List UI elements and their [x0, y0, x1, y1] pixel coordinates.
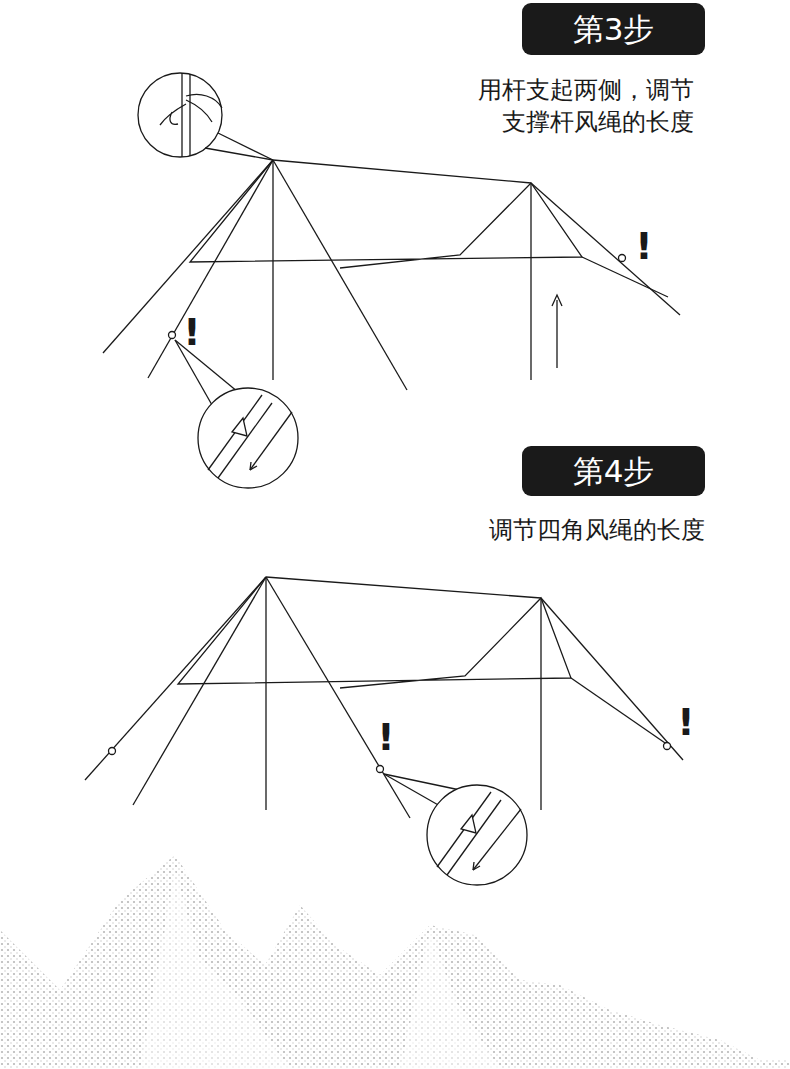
- step-badge: 第4步: [522, 446, 705, 496]
- step-badge: 第3步: [522, 3, 705, 55]
- step-title: 第4步: [573, 454, 655, 488]
- warning-mark: !: [183, 307, 200, 358]
- warning-mark: !: [677, 697, 694, 748]
- warning-mark: !: [377, 712, 394, 763]
- mountain-watermark: [0, 855, 790, 1069]
- step-instruction: 用杆支起两侧，调节 支撑杆风绳的长度: [444, 74, 694, 139]
- step-title: 第3步: [573, 12, 655, 46]
- warning-mark: !: [635, 221, 652, 272]
- step4-figure: [85, 577, 683, 885]
- step-instruction: 调节四角风绳的长度: [405, 514, 705, 546]
